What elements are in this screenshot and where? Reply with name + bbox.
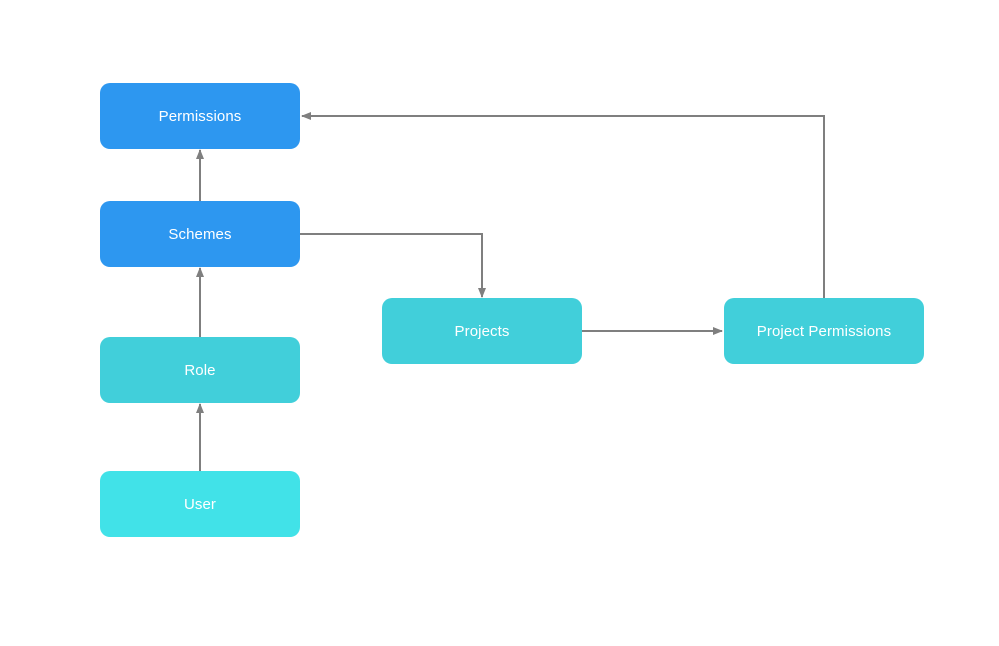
- edge-schemes-to-projects: [300, 233, 486, 298]
- node-projects-label: Projects: [454, 322, 510, 340]
- node-user-label: User: [183, 495, 217, 513]
- node-project-permissions[interactable]: Project Permissions: [724, 298, 924, 364]
- node-permissions[interactable]: Permissions: [100, 83, 300, 149]
- node-permissions-label: Permissions: [158, 107, 242, 125]
- node-user[interactable]: User: [100, 471, 300, 537]
- node-projects[interactable]: Projects: [382, 298, 582, 364]
- node-schemes-label: Schemes: [168, 225, 232, 243]
- node-role-label: Role: [184, 361, 216, 379]
- node-project-permissions-label: Project Permissions: [756, 322, 892, 340]
- node-role[interactable]: Role: [100, 337, 300, 403]
- edge-project-permissions-to-permissions: [301, 112, 825, 298]
- node-schemes[interactable]: Schemes: [100, 201, 300, 267]
